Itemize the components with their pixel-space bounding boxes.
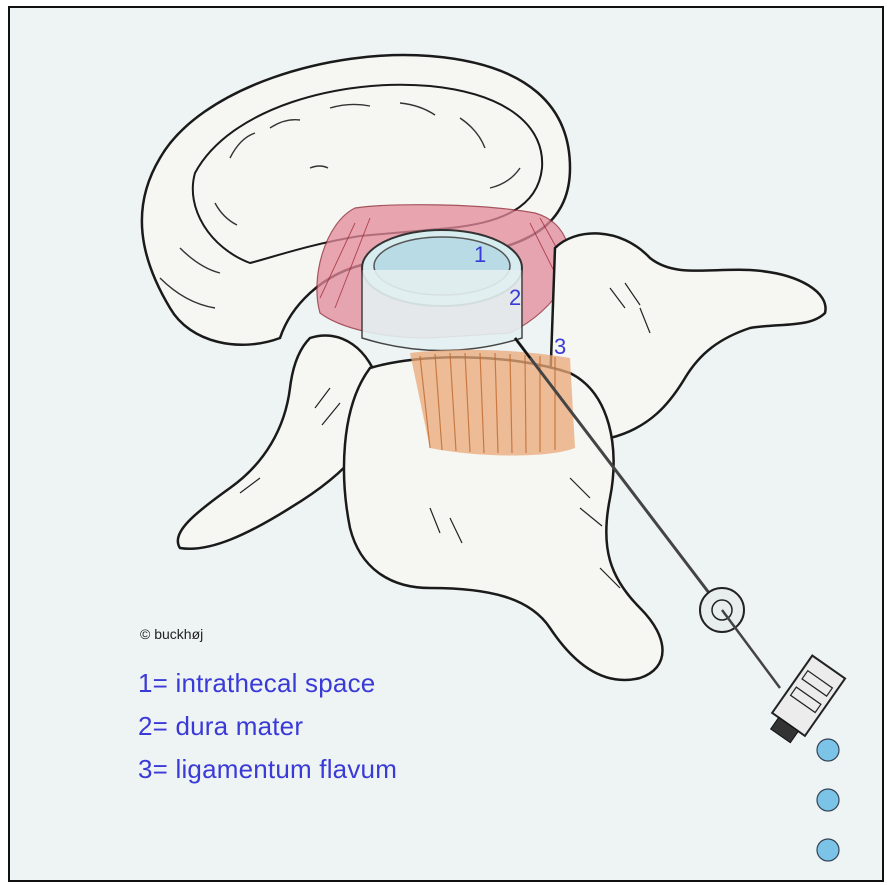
droplet	[817, 739, 839, 761]
label-1: 1	[474, 242, 486, 268]
label-2: 2	[509, 285, 521, 311]
legend-item-1: 1= intrathecal space	[138, 668, 375, 699]
droplet	[817, 839, 839, 861]
legend-item-3: 3= ligamentum flavum	[138, 754, 397, 785]
vertebra-illustration	[10, 8, 882, 880]
copyright-credit: © buckhøj	[140, 626, 203, 642]
legend-item-2: 2= dura mater	[138, 711, 303, 742]
droplet	[817, 789, 839, 811]
illustration-frame: 1 2 3 © buckhøj 1= intrathecal space 2= …	[8, 6, 884, 882]
ligamentum-flavum	[410, 350, 575, 456]
csf-droplets	[817, 739, 839, 861]
needle-hub	[764, 656, 845, 748]
label-3: 3	[554, 334, 566, 360]
